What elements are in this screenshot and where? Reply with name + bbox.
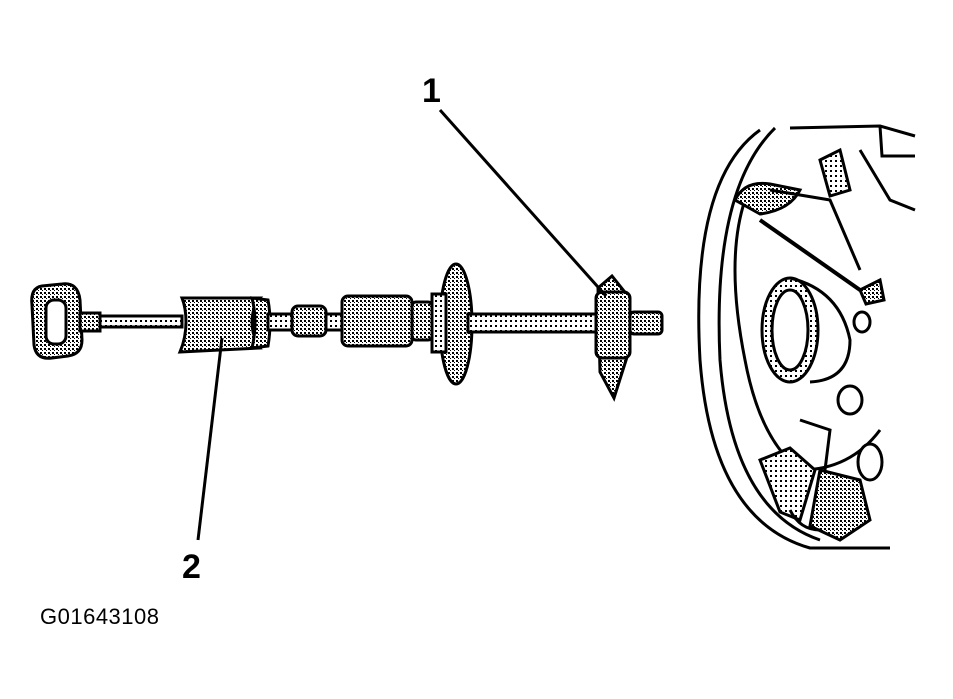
callout-1: 1 (422, 72, 441, 110)
coupling-nut (340, 294, 414, 348)
adjuster-assembly (758, 446, 817, 523)
callout-2: 2 (182, 548, 201, 586)
return-spring (758, 218, 862, 292)
leader-line-1 (438, 109, 608, 297)
figure-id: G01643108 (40, 604, 160, 629)
threaded-rod (466, 312, 600, 334)
brake-backing-plate (697, 124, 916, 550)
puller-tool (30, 262, 664, 402)
leader-line-2 (196, 337, 224, 541)
slide-shaft (98, 314, 184, 329)
